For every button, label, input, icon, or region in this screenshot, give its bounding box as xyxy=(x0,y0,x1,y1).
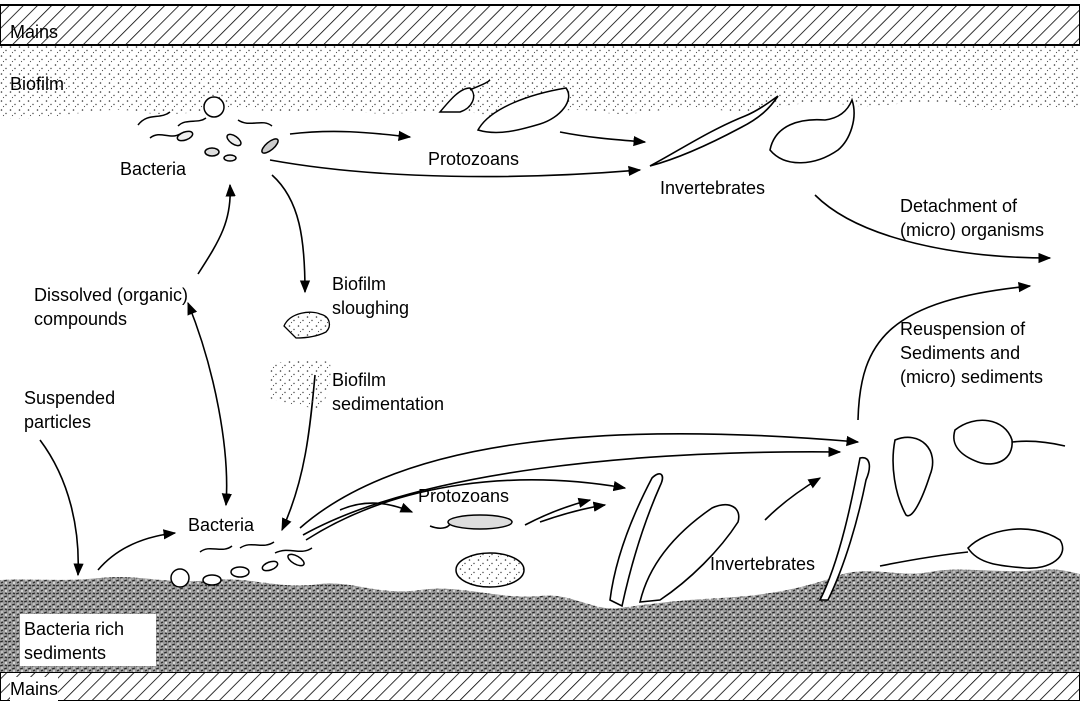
invertebrates-top-label: Invertebrates xyxy=(660,176,765,200)
arrow-resuspension-long xyxy=(300,434,858,528)
invertebrates-bottom-label: Invertebrates xyxy=(710,552,815,576)
arrow-dissolved-bacteria-bottom xyxy=(188,303,227,505)
sloughing-label-line-1: Biofilm xyxy=(332,272,386,296)
protozoans-top-label: Protozoans xyxy=(428,147,519,171)
sedimentation-label-line-1: Biofilm xyxy=(332,368,386,392)
top-pipe-wall xyxy=(0,5,1080,45)
arrow-bacteria-to-protozoans xyxy=(290,131,410,137)
dissolved-label-line-2: compounds xyxy=(34,307,127,331)
mains-top-label: Mains xyxy=(10,20,58,44)
detachment-label-line-1: Detachment of xyxy=(900,194,1017,218)
sediments-label-line-2: sediments xyxy=(24,641,106,665)
arrow-resuspension-mid xyxy=(303,452,840,535)
resuspension-label-line-3: (micro) sediments xyxy=(900,365,1043,389)
arrow-protozoans-up xyxy=(525,500,590,525)
biofilm-flakes xyxy=(268,312,331,410)
resuspension-label-line-2: Sediments and xyxy=(900,341,1020,365)
arrow-protozoans-to-invertebrates xyxy=(560,132,645,142)
sediments-label-line-1: Bacteria rich xyxy=(24,617,124,641)
bacteria-top-label: Bacteria xyxy=(120,157,186,181)
bottom-pipe-wall xyxy=(0,672,1080,701)
arrow-invertebrates-to-fauna xyxy=(765,478,820,520)
arrow-to-bacteria-bottom xyxy=(98,533,175,570)
sedimentation-label-line-2: sedimentation xyxy=(332,392,444,416)
flow-arrows xyxy=(40,131,1050,575)
dissolved-label-line-1: Dissolved (organic) xyxy=(34,283,188,307)
arrow-dissolved-to-bacteria xyxy=(198,185,230,274)
arrow-suspended xyxy=(40,440,78,575)
arrow-sloughing xyxy=(272,175,305,292)
bacteria-bottom-label: Bacteria xyxy=(188,513,254,537)
detachment-label-line-2: (micro) organisms xyxy=(900,218,1044,242)
mains-bottom-label: Mains xyxy=(10,677,58,701)
biofilm-label: Biofilm xyxy=(10,72,64,96)
protozoans-bottom-organisms xyxy=(430,515,524,587)
suspended-label-line-1: Suspended xyxy=(24,386,115,410)
sloughing-label-line-2: sloughing xyxy=(332,296,409,320)
sediment-layer xyxy=(0,569,1080,672)
resuspension-label-line-1: Reuspension of xyxy=(900,317,1025,341)
protozoans-bottom-label: Protozoans xyxy=(418,484,509,508)
suspended-label-line-2: particles xyxy=(24,410,91,434)
